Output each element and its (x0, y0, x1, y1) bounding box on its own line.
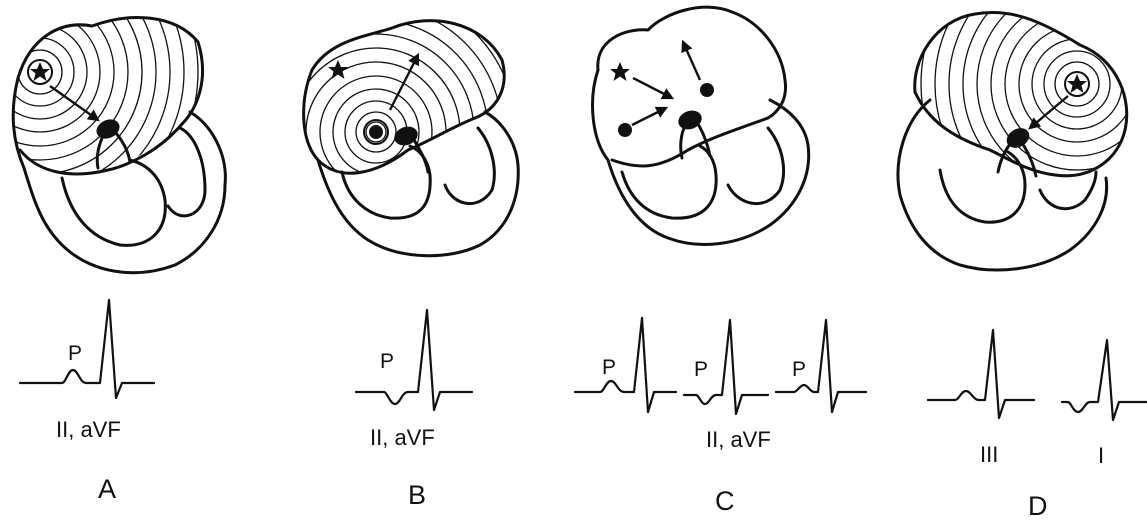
ecg-trace-b (356, 310, 472, 410)
ecg-trace-c3 (776, 320, 866, 412)
panel-letter-d: D (1028, 491, 1048, 521)
heart-a (0, 0, 225, 273)
panel-letter-b: B (408, 480, 426, 510)
lead-label-d-i: I (1098, 443, 1104, 468)
p-wave-label-c1: P (602, 356, 616, 379)
ecg-trace-d-lead-iii (928, 330, 1034, 418)
lead-label-a: II, aVF (56, 417, 121, 442)
panel-letter-a: A (98, 474, 116, 504)
star-icon (1067, 74, 1087, 93)
p-wave-label-b: P (380, 350, 394, 373)
p-wave-label-c2: P (694, 358, 708, 381)
star-icon (30, 62, 50, 81)
heart-d (898, 0, 1147, 270)
panel-d: III I D (898, 0, 1147, 521)
panel-letter-c: C (715, 486, 735, 516)
p-wave-label-c3: P (792, 358, 806, 381)
panel-c: P P P II, aVF C (575, 7, 866, 516)
panel-b: P II, aVF B (222, 0, 530, 510)
arrow-icon (632, 108, 666, 125)
ecg-trace-d-lead-i (1062, 340, 1147, 420)
ecg-trace-a (20, 300, 154, 398)
arrow-icon (633, 78, 672, 98)
lead-label-b: II, aVF (370, 425, 435, 450)
heart-b (222, 0, 530, 286)
lead-label-d-iii: III (980, 442, 998, 467)
arrow-icon (683, 42, 700, 80)
p-wave-label-a: P (68, 342, 82, 365)
star-icon (610, 62, 630, 81)
panel-a: P II, aVF A (0, 0, 225, 504)
lead-label-c: II, aVF (706, 427, 771, 452)
arrow-icon (390, 55, 418, 110)
heart-c (593, 7, 809, 244)
ecg-trace-c1 (575, 318, 676, 412)
